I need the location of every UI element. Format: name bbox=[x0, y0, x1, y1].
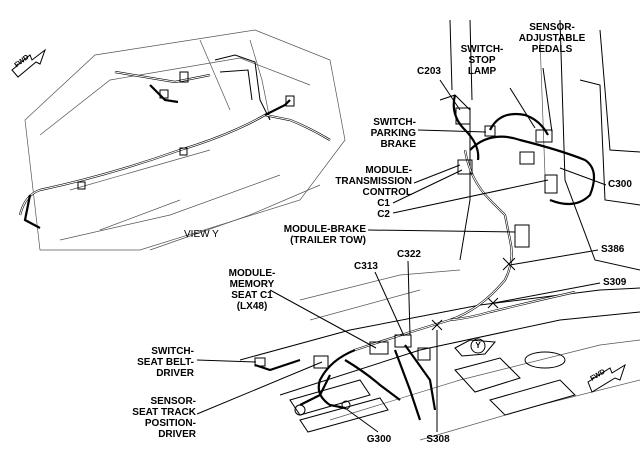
label-module-memory-seat: MODULE- MEMORY SEAT C1 (LX48) bbox=[228, 268, 276, 312]
main-harness bbox=[254, 94, 596, 421]
view-y-inset bbox=[11, 29, 346, 251]
splice-marks bbox=[431, 257, 516, 331]
label-sensor-adjustable-pedals: SENSOR- ADJUSTABLE PEDALS bbox=[518, 22, 586, 55]
label-c203: C203 bbox=[417, 66, 441, 77]
label-switch-seat-belt-driver: SWITCH- SEAT BELT- DRIVER bbox=[137, 346, 194, 379]
label-c300: C300 bbox=[608, 179, 632, 190]
label-module-transmission-control: MODULE- TRANSMISSION CONTROL bbox=[335, 165, 412, 198]
label-module-brake: MODULE-BRAKE (TRAILER TOW) bbox=[283, 224, 366, 246]
label-c2: C2 bbox=[377, 209, 390, 220]
view-y-marker: Y bbox=[475, 341, 481, 350]
view-y-label: VIEW Y bbox=[184, 229, 219, 240]
label-s386: S386 bbox=[601, 244, 625, 255]
label-switch-parking-brake: SWITCH- PARKING BRAKE bbox=[370, 117, 416, 150]
label-sensor-seat-track-position: SENSOR- SEAT TRACK POSITION- DRIVER bbox=[132, 396, 196, 440]
label-c313: C313 bbox=[354, 261, 378, 272]
connectors bbox=[254, 107, 558, 416]
label-switch-stop-lamp: SWITCH- STOP LAMP bbox=[460, 44, 504, 77]
label-c1: C1 bbox=[377, 198, 390, 209]
label-s309: S309 bbox=[603, 277, 627, 288]
leader-lines bbox=[196, 67, 607, 433]
label-s308: S308 bbox=[426, 434, 450, 445]
label-c322: C322 bbox=[397, 249, 421, 260]
label-g300: G300 bbox=[366, 434, 392, 445]
